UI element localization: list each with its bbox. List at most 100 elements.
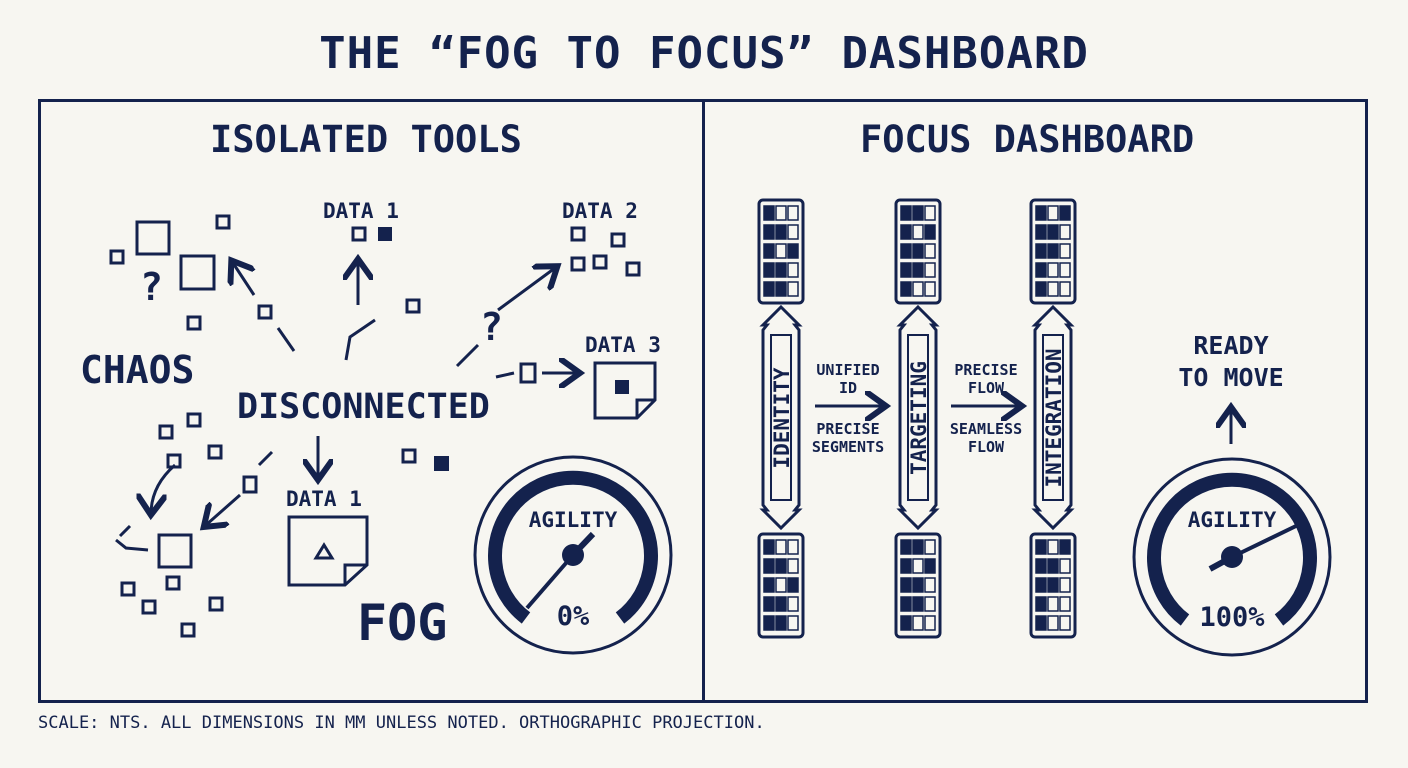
- pillar-3-bottom-cell: [1035, 558, 1047, 574]
- gauge-100-hub: [1221, 546, 1243, 568]
- pillar-1-top-cell: [787, 262, 799, 278]
- fog-label: FOG: [357, 594, 447, 652]
- pillar-1-bottom-cell: [787, 558, 799, 574]
- pillar-2-bottom-cell: [912, 577, 924, 593]
- pillar-3-top-cell: [1035, 243, 1047, 259]
- ready-line-2: TO MOVE: [1178, 363, 1283, 392]
- pillar-3-top-cell: [1059, 243, 1071, 259]
- pillar-3-top-cell: [1059, 262, 1071, 278]
- pillar-2-bottom-cell: [912, 558, 924, 574]
- pillar-1-top-cell: [775, 243, 787, 259]
- pillar-3-top-cell: [1059, 281, 1071, 297]
- left-panel-title: ISOLATED TOOLS: [210, 118, 522, 161]
- pillar-1-bottom-cell: [763, 615, 775, 631]
- pillar-2-bottom-cell: [924, 596, 936, 612]
- pillar-3-top-cell: [1047, 262, 1059, 278]
- gauge-0-needle: [525, 553, 575, 610]
- pillar-3-bottom-cell: [1047, 558, 1059, 574]
- data3-document-icon: [593, 361, 657, 420]
- pillar-3-top-cell: [1047, 281, 1059, 297]
- left-scatter-squares: [109, 214, 641, 638]
- pillar-3-bottom-cell: [1035, 539, 1047, 555]
- gauge-100-needle: [1231, 524, 1297, 559]
- pillar-2-bottom-cell: [924, 539, 936, 555]
- pillar-1-top-cell: [763, 224, 775, 240]
- pillar-2-bottom-stack: [894, 532, 942, 639]
- pillar-1-bottom-cell: [775, 577, 787, 593]
- pillar-1-top-cell: [775, 224, 787, 240]
- pillar-3-top-cell: [1035, 262, 1047, 278]
- pillar-1-bottom-cell: [787, 615, 799, 631]
- pillar-1-bottom-cell: [763, 596, 775, 612]
- pillar-1-bottom-cell: [763, 577, 775, 593]
- agility-gauge-0: AGILITY 0%: [473, 455, 673, 655]
- agility-gauge-100: AGILITY 100%: [1132, 457, 1332, 657]
- panel-divider: [702, 99, 705, 703]
- pillar-1-top-cell: [763, 262, 775, 278]
- pillar-1-bottom-cell: [775, 539, 787, 555]
- pillar-2-bottom-cell: [900, 615, 912, 631]
- pillar-1-bottom-cell: [787, 539, 799, 555]
- gauge-0-arc: [488, 470, 658, 624]
- left-filled-squares: [378, 227, 449, 471]
- pillar-3-bottom-cell: [1047, 577, 1059, 593]
- pillar-1-top-cell: [787, 205, 799, 221]
- connector-1-top-line-2: ID: [839, 379, 857, 397]
- data1-top-label: DATA 1: [323, 199, 399, 223]
- pillar-1-bottom-cell: [787, 577, 799, 593]
- pillar-2-top-cell: [912, 281, 924, 297]
- gauge-0-hub: [562, 544, 584, 566]
- pillar-1-bottom-stack: [757, 532, 805, 639]
- pillar-3-top-cell: [1035, 281, 1047, 297]
- pillar-3-bottom-stack: [1029, 532, 1077, 639]
- pillar-3-bottom-cell: [1035, 577, 1047, 593]
- pillar-3-bottom-cell: [1047, 596, 1059, 612]
- pillar-1-top-cell: [775, 281, 787, 297]
- pillar-1-label: IDENTITY: [770, 367, 794, 469]
- pillar-2-top-cell: [924, 205, 936, 221]
- question-mark-1: ?: [140, 265, 163, 309]
- connector-2-bottom-line-1: SEAMLESS: [950, 420, 1022, 438]
- pillar-1-top-stack: [757, 198, 805, 305]
- pillar-3-bottom-cell: [1059, 539, 1071, 555]
- ready-line-1: READY: [1193, 331, 1268, 360]
- pillar-2-top-cell: [900, 224, 912, 240]
- footer-note: SCALE: NTS. ALL DIMENSIONS IN MM UNLESS …: [38, 713, 765, 733]
- gauge-0-rim: [473, 455, 673, 655]
- pillar-3-bottom-cell: [1059, 558, 1071, 574]
- pillar-3-top-cell: [1059, 205, 1071, 221]
- pillar-1-top-cell: [787, 224, 799, 240]
- pillar-2-bottom-cell: [912, 539, 924, 555]
- pillar-2-bottom-cell: [900, 539, 912, 555]
- pillar-2-top-cell: [900, 281, 912, 297]
- pillar-3-label: INTEGRATION: [1042, 348, 1066, 487]
- connector-2-bottom-line-2: FLOW: [968, 438, 1005, 456]
- pillar-3-top-cell: [1059, 224, 1071, 240]
- pillar-2-top-cell: [912, 224, 924, 240]
- pillar-2-bottom-cell: [900, 558, 912, 574]
- pillar-3-bottom-cell: [1059, 577, 1071, 593]
- pillar-1-bottom-cell: [787, 596, 799, 612]
- gauge-100-rim: [1132, 457, 1332, 657]
- connector-2-top-line-2: FLOW: [968, 379, 1005, 397]
- pillar-1-top-cell: [787, 243, 799, 259]
- pillar-1-top-cell: [763, 243, 775, 259]
- left-arrows: [115, 262, 577, 552]
- pillar-2-top-cell: [912, 205, 924, 221]
- question-mark-2: ?: [480, 305, 503, 349]
- pillar-2-bottom-cell: [912, 596, 924, 612]
- pillar-3-bottom-cell: [1035, 615, 1047, 631]
- pillar-1-top-cell: [763, 281, 775, 297]
- data1-document-icon: [287, 515, 369, 587]
- pillar-3-top-cell: [1035, 224, 1047, 240]
- pillar-2-inner: [907, 334, 929, 501]
- pillar-1-bottom-cell: [763, 558, 775, 574]
- gauge-0-label: AGILITY: [529, 508, 618, 532]
- pillar-3-top-stack: [1029, 198, 1077, 305]
- pillar-2-top-cell: [924, 281, 936, 297]
- pillar-1-bottom-cell: [775, 558, 787, 574]
- pillar-3-top-cell: [1035, 205, 1047, 221]
- pillar-2-top-cell: [900, 262, 912, 278]
- pillar-2-bottom-cell: [900, 577, 912, 593]
